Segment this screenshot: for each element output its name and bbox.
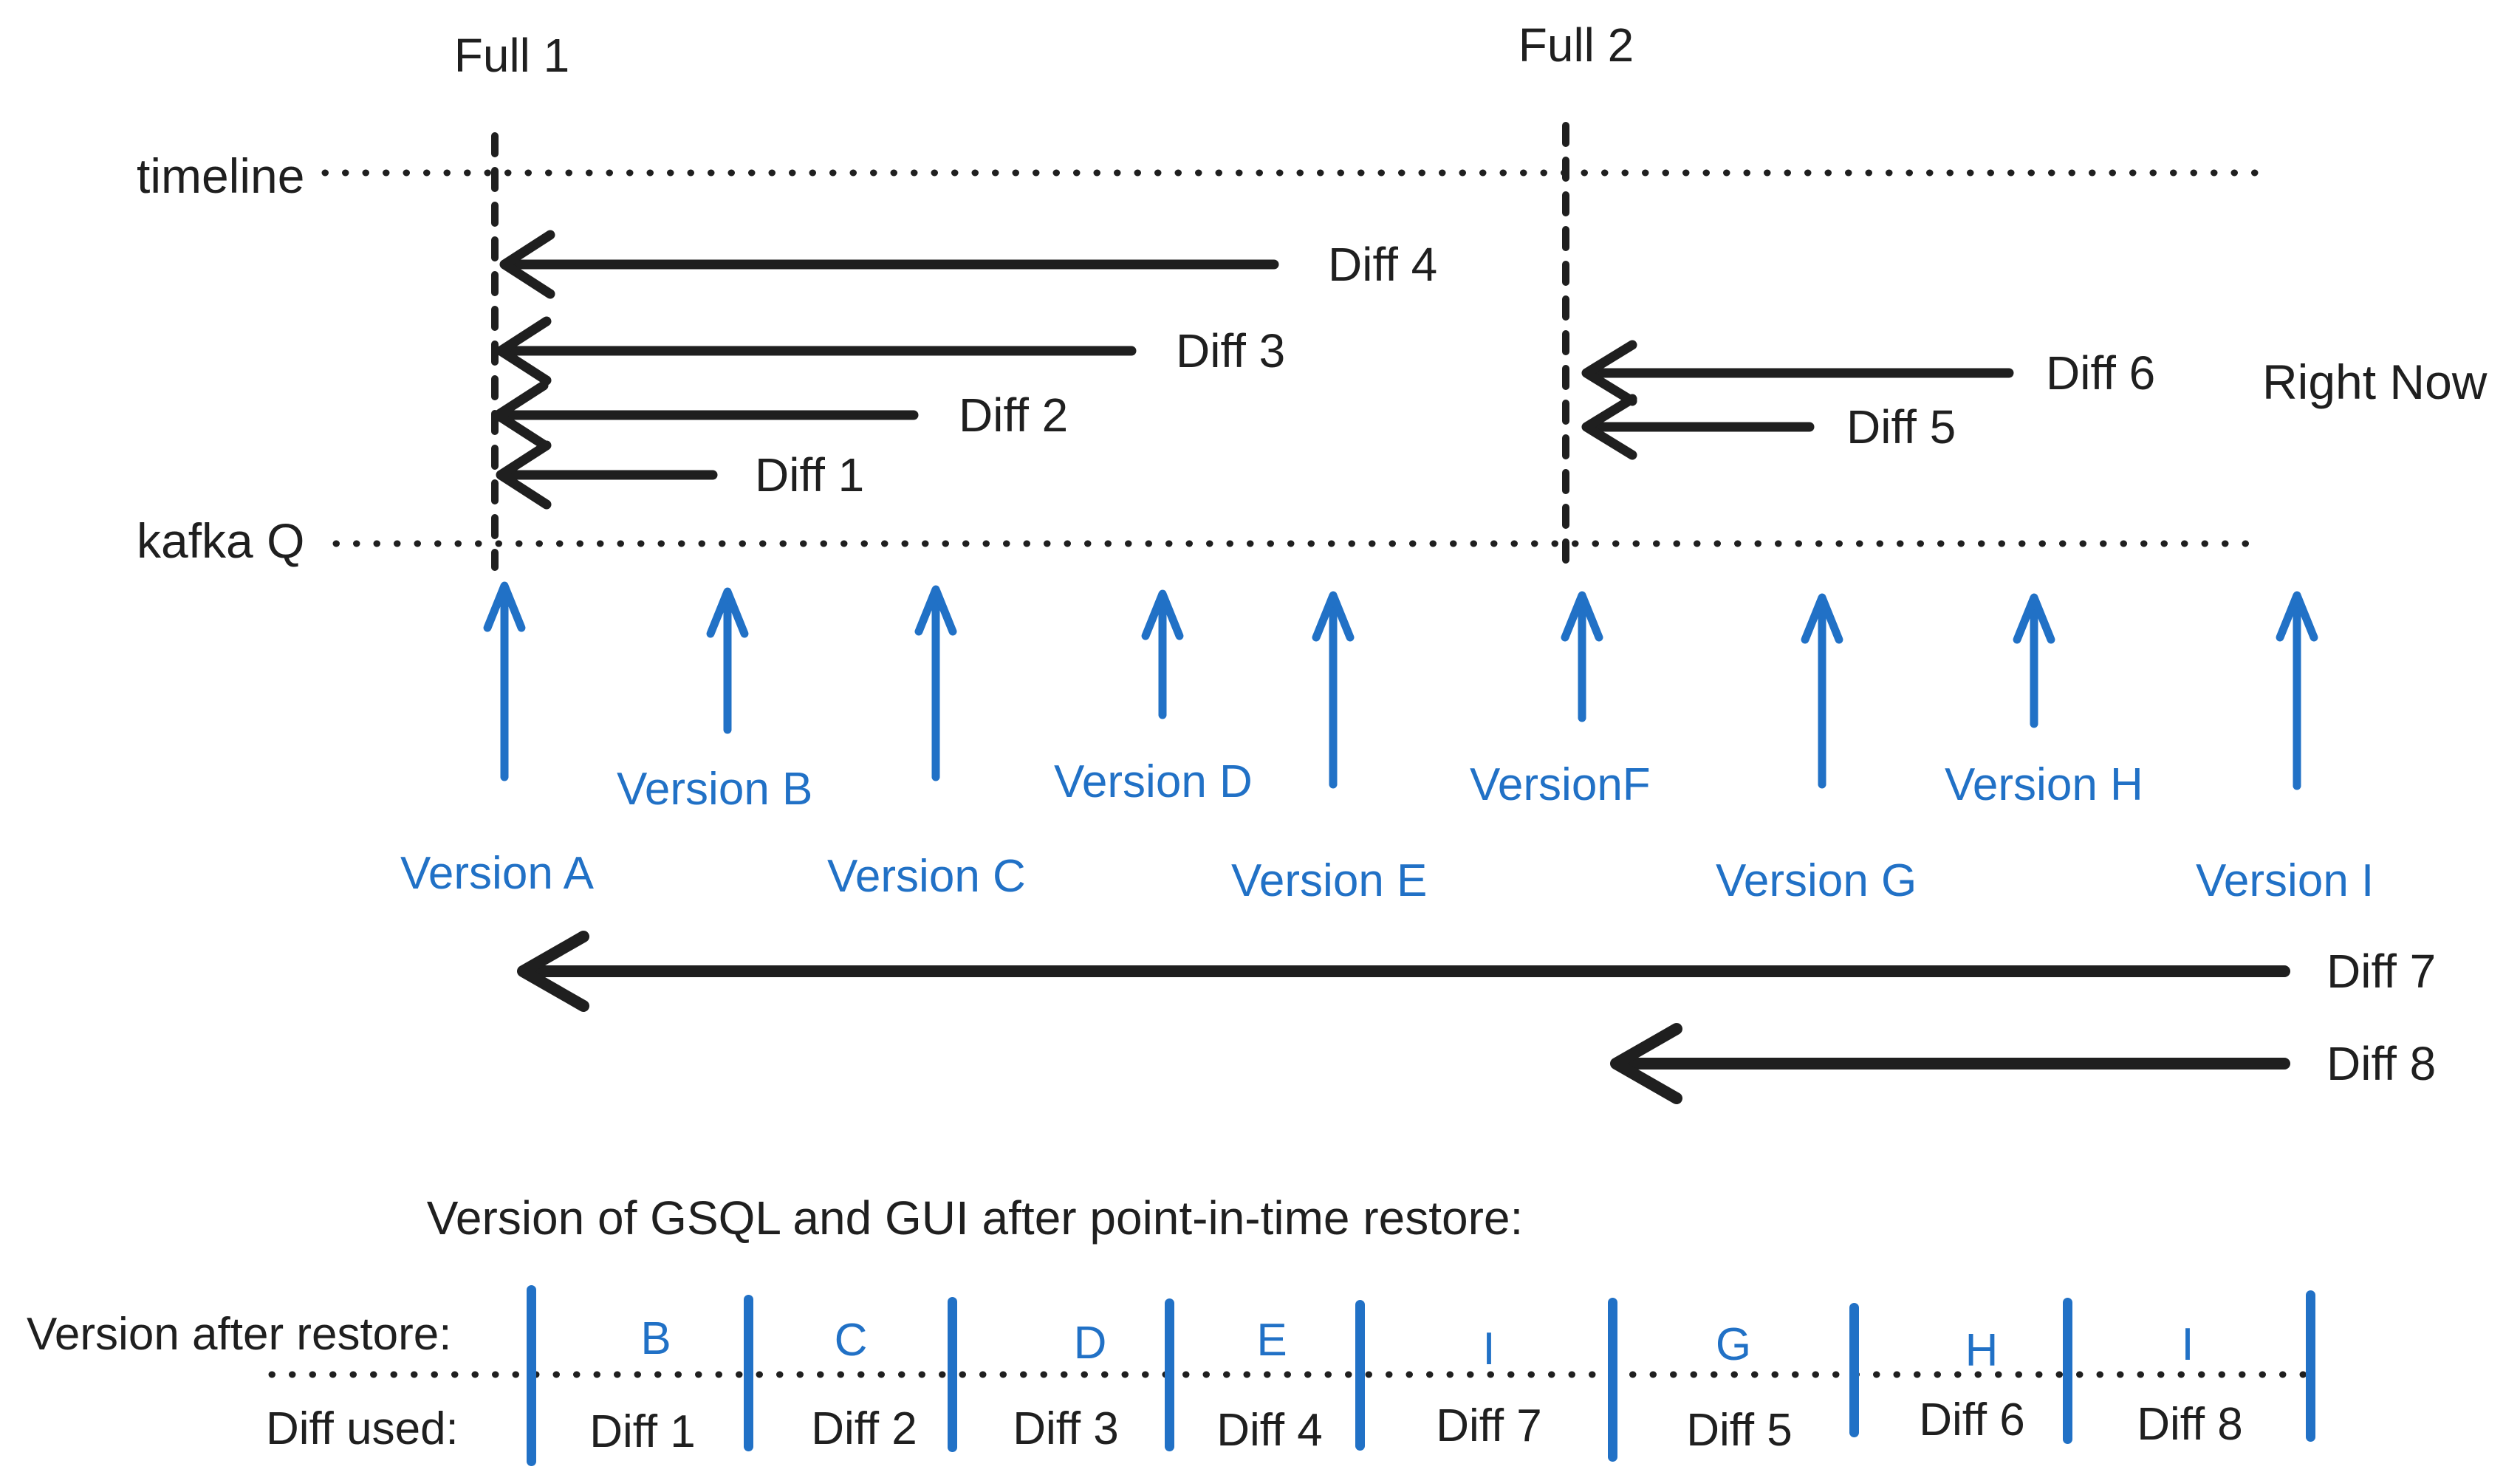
- restore-divider: [1608, 1298, 1617, 1462]
- diff6-label: Diff 6: [2046, 346, 2156, 400]
- restore-diff-value: Diff 3: [1013, 1403, 1119, 1454]
- version-d-label: Version D: [1054, 756, 1253, 807]
- restore-divider: [2063, 1298, 2072, 1444]
- restore-version-value: B: [640, 1313, 671, 1364]
- restore-version-value: E: [1256, 1315, 1287, 1366]
- restore-title: Version of GSQL and GUI after point-in-t…: [426, 1191, 1524, 1245]
- version-a-arrow: [483, 581, 526, 781]
- version-c-arrow: [914, 585, 957, 781]
- restore-divider: [948, 1297, 957, 1452]
- restore-version-value: I: [2181, 1319, 2194, 1370]
- right-now-label: Right Now: [2262, 355, 2488, 409]
- version-i-arrow: [2276, 591, 2318, 790]
- diff3-arrow: [496, 316, 1137, 386]
- diff1-label: Diff 1: [755, 448, 865, 502]
- diff2-label: Diff 2: [959, 389, 1069, 442]
- restore-diff-value: Diff 2: [811, 1403, 917, 1454]
- diff5-arrow: [1581, 394, 1815, 460]
- diff6-arrow: [1581, 340, 2014, 406]
- version-g-label: Version G: [1716, 855, 1917, 906]
- restore-divider: [1165, 1298, 1174, 1451]
- diff3-label: Diff 3: [1176, 324, 1286, 377]
- restore-version-value: I: [1482, 1324, 1496, 1375]
- restore-version-value: H: [1965, 1325, 1999, 1376]
- restore-divider: [527, 1285, 536, 1466]
- diff2-arrow: [493, 380, 919, 450]
- full2-label: Full 2: [1518, 18, 1634, 72]
- version-e-arrow: [1312, 591, 1355, 789]
- restore-diff-value: Diff 6: [1919, 1394, 2025, 1445]
- version-i-label: Version I: [2196, 855, 2375, 906]
- restore-divider: [2306, 1290, 2315, 1442]
- diff7-label: Diff 7: [2326, 945, 2437, 998]
- version-e-label: Version E: [1231, 855, 1428, 906]
- version-a-label: Version A: [400, 848, 594, 899]
- diff8-label: Diff 8: [2326, 1037, 2437, 1090]
- timeline-label: timeline: [137, 148, 305, 203]
- version-f-label: VersionF: [1470, 759, 1651, 810]
- restore-diff-value: Diff 8: [2137, 1399, 2243, 1450]
- restore-divider: [1849, 1303, 1859, 1437]
- diff8-arrow: [1610, 1023, 2290, 1104]
- restore-diff-value: Diff 1: [589, 1406, 696, 1457]
- version-b-arrow: [706, 587, 749, 734]
- restore-diff-value: Diff 7: [1436, 1400, 1542, 1451]
- version-d-arrow: [1141, 589, 1184, 719]
- restore-version-value: G: [1715, 1319, 1752, 1370]
- restore-divider: [1355, 1300, 1365, 1451]
- restore-diff-value: Diff 5: [1686, 1405, 1793, 1456]
- version-b-label: Version B: [617, 764, 813, 815]
- version-g-arrow: [1801, 593, 1843, 789]
- kafka-q-label: kafka Q: [137, 513, 305, 568]
- version-h-arrow: [2013, 593, 2055, 728]
- version-c-label: Version C: [827, 851, 1026, 902]
- restore-divider: [744, 1295, 753, 1451]
- diff5-label: Diff 5: [1846, 400, 1956, 454]
- version-f-arrow: [1561, 591, 1603, 722]
- version-h-label: Version H: [1945, 759, 2143, 810]
- diff1-arrow: [496, 440, 718, 510]
- diff4-arrow: [499, 230, 1279, 299]
- full1-label: Full 1: [453, 29, 570, 82]
- restore-version-value: D: [1073, 1318, 1107, 1369]
- diff4-label: Diff 4: [1328, 238, 1438, 291]
- diff7-arrow: [517, 931, 2290, 1012]
- version-after-restore-label: Version after restore:: [27, 1309, 452, 1360]
- diff-used-label: Diff used:: [266, 1403, 459, 1454]
- restore-diff-value: Diff 4: [1216, 1405, 1323, 1456]
- restore-version-value: C: [834, 1315, 868, 1366]
